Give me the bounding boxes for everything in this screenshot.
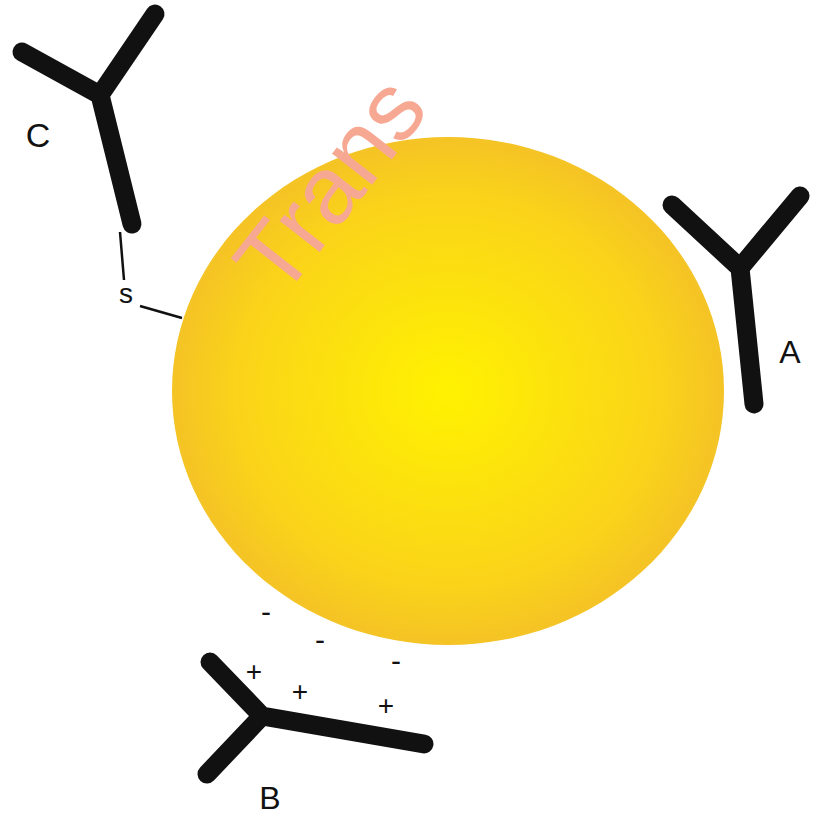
charge-sign: + bbox=[378, 692, 394, 720]
bond-label: s bbox=[119, 280, 133, 308]
antibody-label: A bbox=[779, 336, 800, 368]
charge-sign: + bbox=[246, 658, 262, 686]
thiol-link bbox=[120, 232, 124, 280]
charge-sign: - bbox=[261, 597, 271, 627]
antibody-a bbox=[672, 196, 800, 404]
thiol-link bbox=[140, 306, 182, 318]
charge-sign: - bbox=[391, 646, 401, 676]
charge-sign: - bbox=[315, 625, 325, 655]
charge-sign: + bbox=[292, 678, 308, 706]
antibody-c bbox=[22, 14, 155, 224]
antibody-label: B bbox=[259, 782, 280, 814]
antibody-b bbox=[207, 662, 424, 774]
antibody-label: C bbox=[26, 118, 51, 152]
